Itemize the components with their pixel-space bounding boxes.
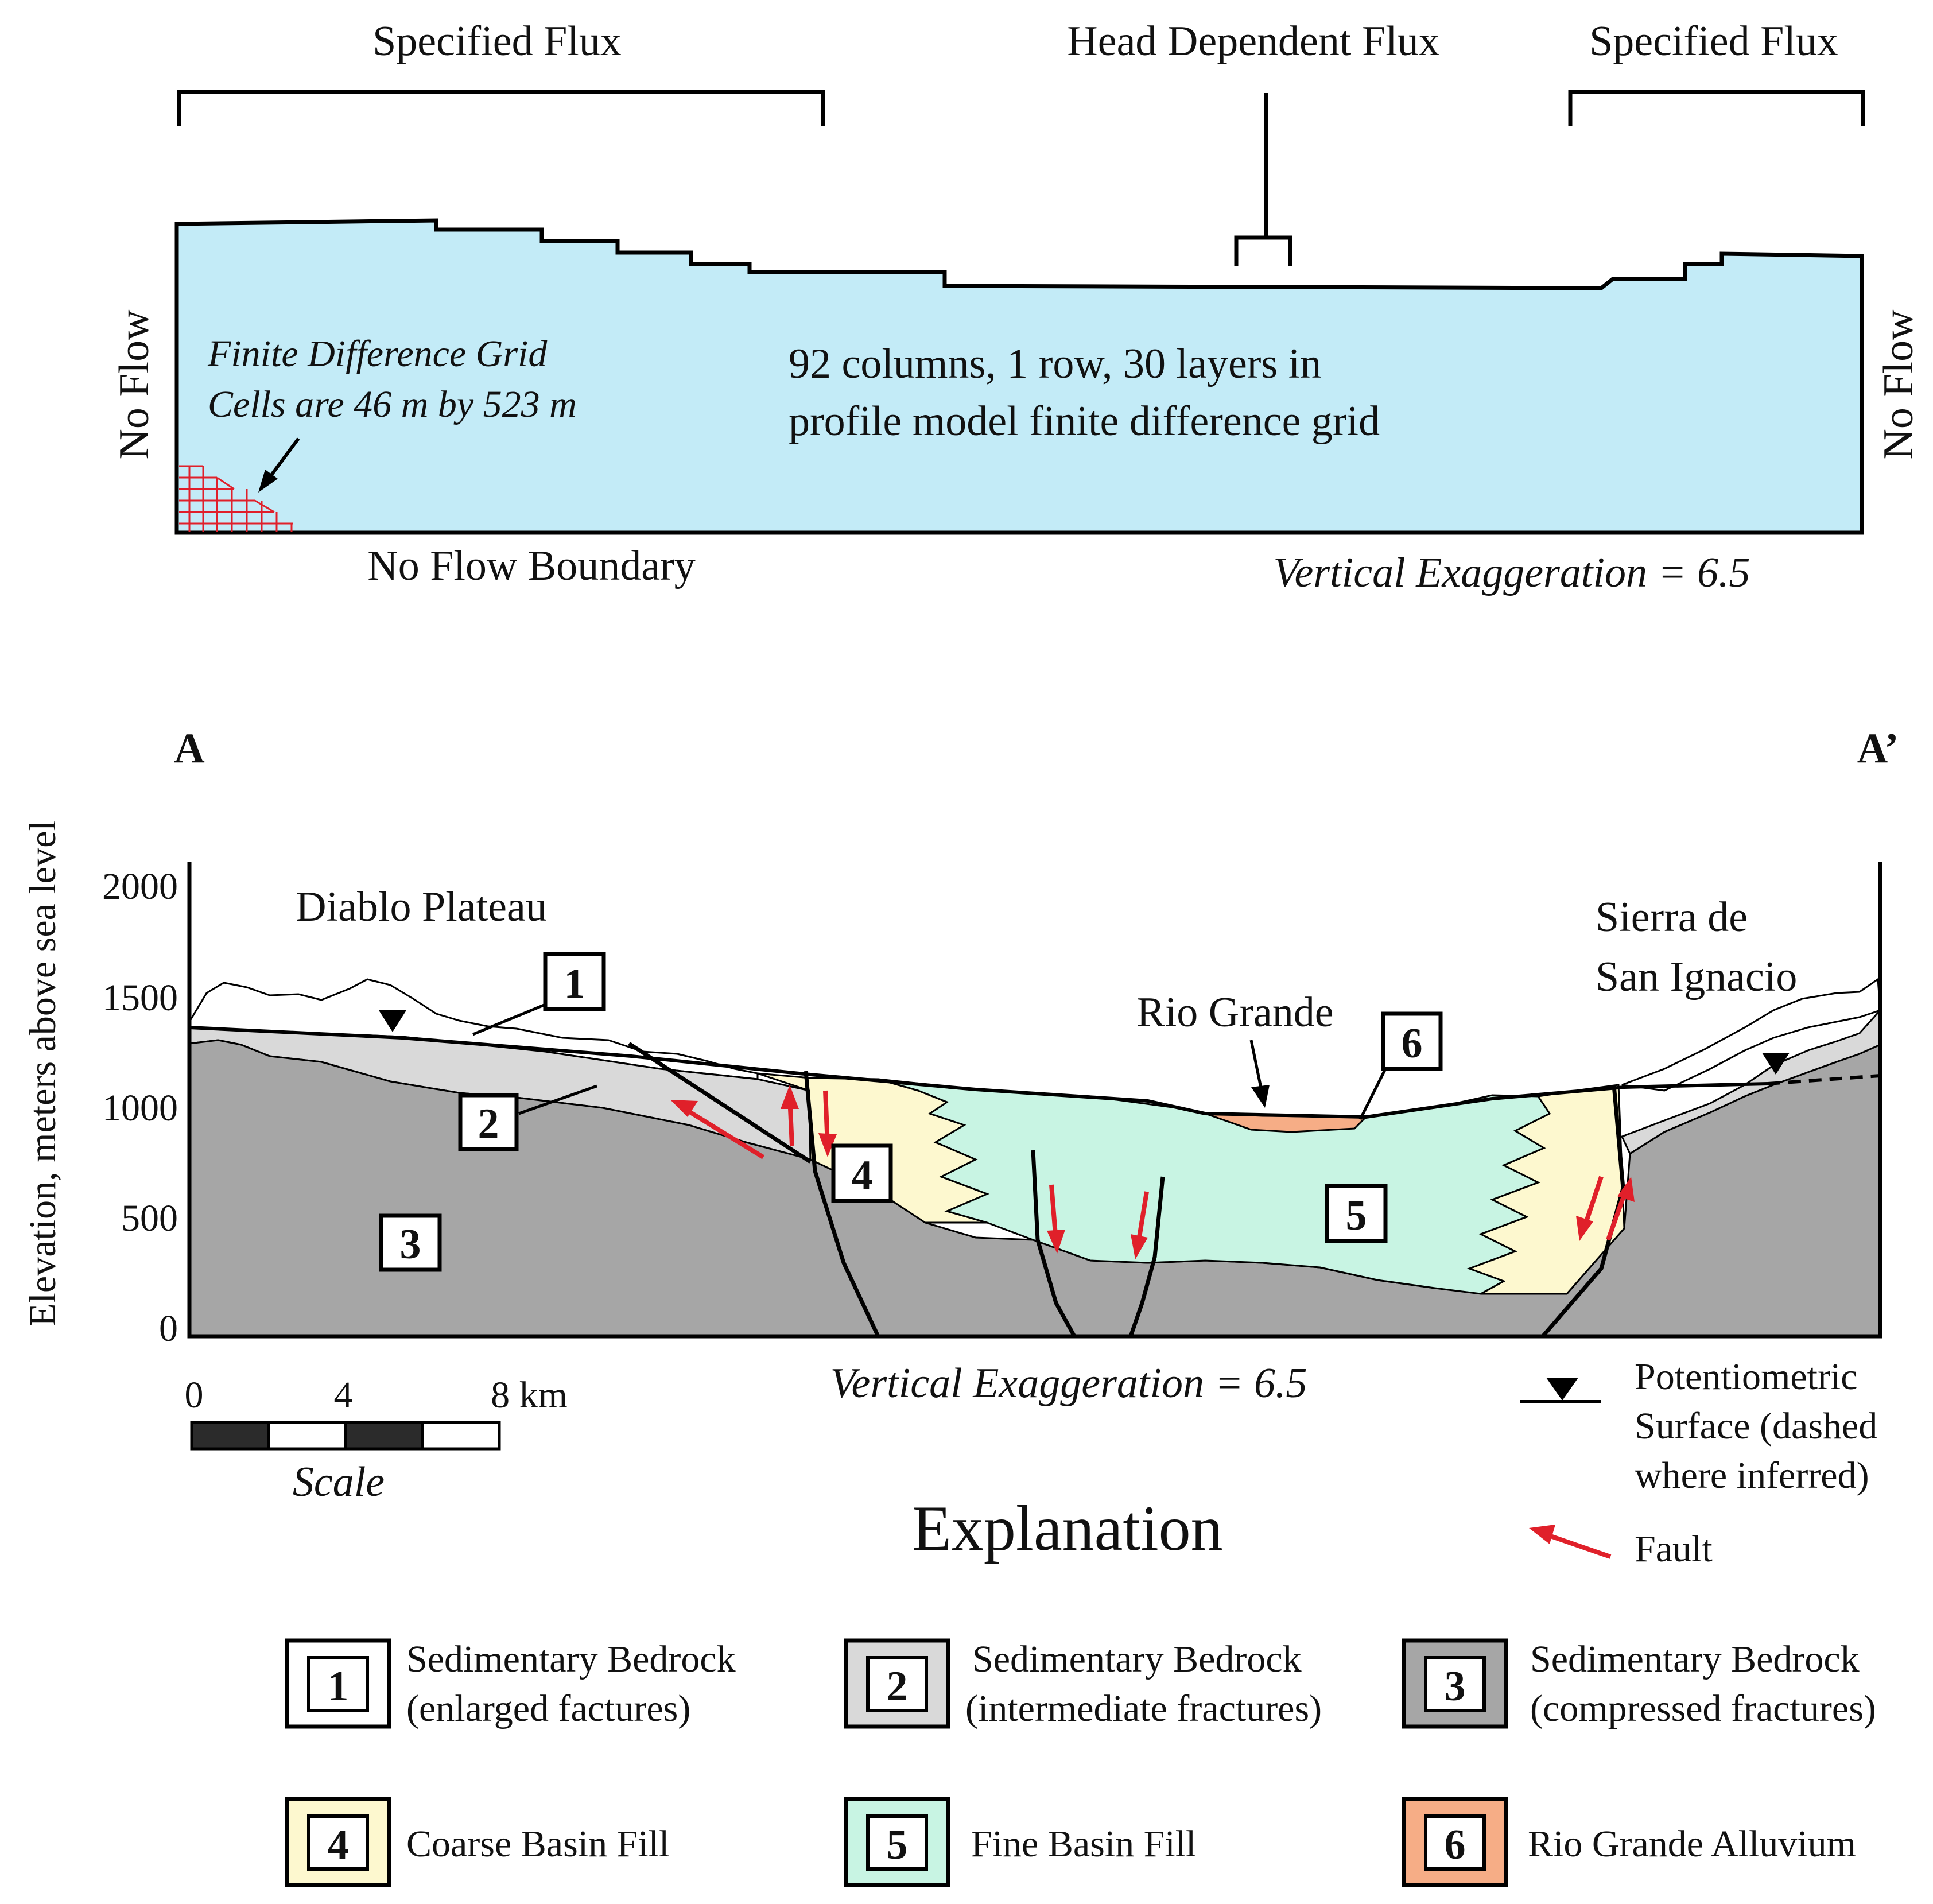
unit-box-6: 6 [1381,1011,1443,1071]
legend-item-1: 1 Sedimentary Bedrock (enlarged factures… [285,1638,736,1730]
unit-6-leader [1358,1068,1387,1120]
svg-text:Sedimentary Bedrock: Sedimentary Bedrock [972,1638,1302,1680]
scale-tick-4: 4 [334,1374,353,1416]
svg-text:4: 4 [852,1152,873,1199]
rio-grande-arrow [1249,1040,1263,1091]
scale-title: Scale [293,1459,385,1506]
section-vertical-exaggeration: Vertical Exaggeration = 6.5 [830,1360,1307,1407]
scale-tick-8: 8 km [491,1374,568,1416]
cross-section-panel: A A’ Elevation, meters above sea level [22,725,1899,1570]
scale-bar [190,1421,501,1451]
explanation-title: Explanation [912,1493,1222,1564]
fault-line-1 [628,1042,812,1164]
fault-legend-label: Fault [1635,1528,1713,1570]
y-tick-1500: 1500 [102,977,178,1019]
svg-text:Coarse Basin Fill: Coarse Basin Fill [406,1823,669,1865]
no-flow-right-label: No Flow [1875,309,1922,460]
rio-grande-arrowhead [1251,1085,1270,1108]
svg-text:2: 2 [887,1663,908,1710]
svg-text:4: 4 [328,1821,349,1868]
svg-text:Sedimentary Bedrock: Sedimentary Bedrock [1530,1638,1860,1680]
grid-note-arrowhead [258,470,278,493]
svg-text:2: 2 [478,1100,499,1147]
head-dependent-flux-label: Head Dependent Flux [1067,18,1439,65]
fault-arrowheads [670,1085,1635,1259]
fault-line-4 [1128,1176,1165,1337]
section-end-left: A [174,725,204,772]
svg-text:Fine Basin Fill: Fine Basin Fill [971,1823,1196,1865]
legend-item-4: 4 Coarse Basin Fill [285,1797,669,1887]
unit-1-leader [472,1003,546,1036]
svg-text:(enlarged factures): (enlarged factures) [406,1688,690,1730]
specified-flux-left-bracket [177,90,825,126]
svg-text:6: 6 [1402,1020,1423,1067]
head-dependent-flux-marker [1234,93,1292,266]
fault-legend-arrowhead [1529,1525,1555,1544]
section-end-right: A’ [1857,725,1899,772]
specified-flux-right-label: Specified Flux [1589,18,1838,65]
grid-description-line1: 92 columns, 1 row, 30 layers in [789,340,1321,387]
y-tick-500: 500 [121,1197,178,1239]
y-tick-0: 0 [159,1308,178,1350]
grid-note-line1: Finite Difference Grid [207,333,548,375]
model-domain [174,218,1864,535]
grid-note-line2: Cells are 46 m by 523 m [208,383,577,425]
unit-box-1: 1 [543,952,606,1011]
svg-text:Sedimentary Bedrock: Sedimentary Bedrock [406,1638,736,1680]
svg-text:3: 3 [1445,1663,1466,1710]
grid-cells [179,465,293,532]
place-sierra-line1: Sierra de [1596,894,1748,941]
rio-grande-label: Rio Grande [1136,989,1333,1036]
fault-line-2 [804,1071,880,1337]
svg-text:1: 1 [328,1663,349,1710]
specified-flux-left-label: Specified Flux [372,18,622,65]
unit-2-leader [518,1084,597,1115]
water-table-marker-left [379,1010,406,1032]
potentiometric-surface-inferred [1767,1074,1881,1085]
scale-tick-0: 0 [185,1374,204,1416]
place-diablo-plateau: Diablo Plateau [296,883,547,930]
legend-item-2: 2 Sedimentary Bedrock (intermediate frac… [844,1638,1322,1730]
model-panel: Specified Flux Head Dependent Flux Speci… [111,18,1922,596]
svg-text:1: 1 [564,960,585,1007]
svg-text:(intermediate fractures): (intermediate fractures) [965,1688,1322,1730]
svg-text:(compressed fractures): (compressed fractures) [1530,1688,1876,1730]
svg-text:Rio Grande Alluvium: Rio Grande Alluvium [1528,1823,1856,1865]
legend-item-3: 3 Sedimentary Bedrock (compressed fractu… [1402,1638,1876,1730]
grid-description-line2: profile model finite difference grid [789,398,1380,445]
y-tick-2000: 2000 [102,866,178,908]
model-vertical-exaggeration: Vertical Exaggeration = 6.5 [1274,549,1750,596]
svg-text:5: 5 [887,1821,908,1868]
unit-box-4: 4 [831,1143,893,1203]
fault-line-3 [1031,1150,1077,1337]
water-table-marker-right [1762,1053,1790,1075]
place-sierra-line2: San Ignacio [1596,953,1797,1001]
svg-text:6: 6 [1445,1821,1466,1868]
explanation-panel: Explanation 1 Sedimentary Bedrock (enlar… [285,1493,1876,1887]
y-tick-1000: 1000 [102,1087,178,1129]
potentiometric-legend-marker [1546,1378,1578,1401]
section-frame [187,862,1882,1339]
legend-item-5: 5 Fine Basin Fill [844,1797,1196,1887]
no-flow-boundary-label: No Flow Boundary [367,542,695,590]
fault-legend-arrow [1543,1531,1612,1559]
specified-flux-right-bracket [1568,90,1865,126]
svg-text:3: 3 [400,1221,421,1268]
no-flow-left-label: No Flow [111,309,158,460]
potentiometric-surface-line [189,1026,1768,1119]
potentiometric-legend-line3: where inferred) [1635,1455,1869,1496]
legend-item-6: 6 Rio Grande Alluvium [1402,1797,1856,1887]
unit-box-2: 2 [458,1093,519,1151]
y-axis-label: Elevation, meters above sea level [22,820,64,1326]
unit-box-5: 5 [1325,1184,1388,1243]
unit-box-3: 3 [379,1213,442,1272]
svg-text:5: 5 [1346,1192,1367,1239]
potentiometric-legend-line2: Surface (dashed [1635,1405,1877,1447]
potentiometric-legend-line1: Potentiometric [1635,1356,1858,1398]
